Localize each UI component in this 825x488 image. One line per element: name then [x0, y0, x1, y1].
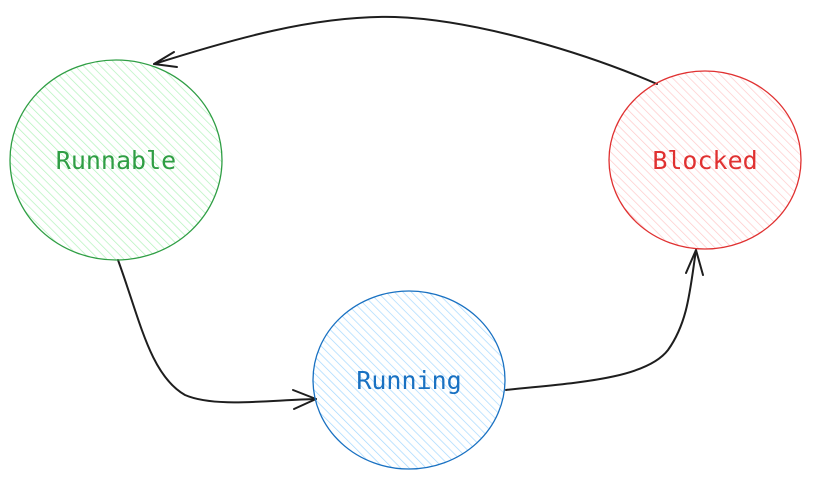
edge-running-to-blocked-arrowhead: [685, 249, 704, 276]
state-node-running-fill: [313, 291, 505, 469]
edge-running-to-blocked: [505, 249, 704, 391]
state-label-running: Running: [356, 366, 461, 395]
edge-runnable-to-running-line: [117, 259, 317, 404]
edge-blocked-to-runnable-arrowhead: [153, 51, 178, 68]
state-node-running: Running: [312, 290, 506, 470]
state-node-blocked: Blocked: [608, 70, 802, 250]
state-label-blocked: Blocked: [652, 146, 757, 175]
state-label-runnable: Runnable: [56, 146, 176, 175]
edge-runnable-to-running: [117, 259, 317, 410]
state-node-running-outline: [312, 290, 506, 470]
edge-blocked-to-runnable: [153, 15, 658, 85]
state-node-blocked-fill: [609, 71, 801, 249]
state-node-runnable-outline: [9, 59, 223, 261]
edge-blocked-to-runnable-line: [153, 15, 658, 85]
state-node-runnable: Runnable: [9, 59, 223, 261]
state-node-runnable-fill: [10, 60, 222, 260]
edge-running-to-blocked-line: [505, 249, 697, 391]
state-node-blocked-outline: [608, 70, 802, 250]
